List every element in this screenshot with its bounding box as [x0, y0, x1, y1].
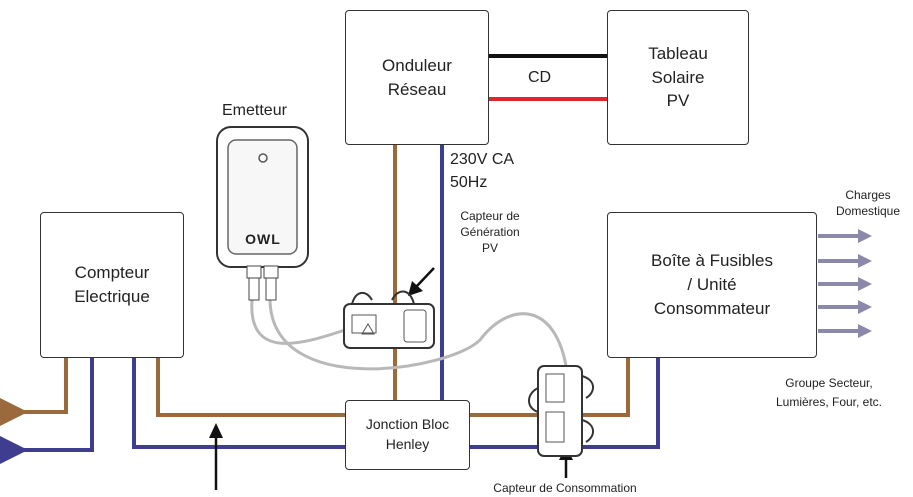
load-arrows [818, 229, 872, 338]
gen-sensor-cable [250, 299, 346, 345]
owl-transmitter-icon [216, 126, 309, 301]
fuse-box: Boîte à Fusibles / Unité Consommateur [607, 212, 817, 358]
ac-voltage-label: 230V CA 50Hz [450, 151, 515, 192]
meter-box: Compteur Electrique [40, 212, 184, 358]
consumption-sensor-cable [268, 299, 570, 381]
solar-panel-box: Tableau Solaire PV [607, 10, 749, 145]
transmitter-logo: OWL [245, 231, 281, 247]
generation-sensor-clamp-icon [343, 290, 435, 349]
domestic-loads-label: Charges Domestique [835, 188, 901, 219]
meter-neutral-out [0, 358, 94, 470]
consumption-sensor-clamp-icon [528, 365, 594, 457]
dc-label: CD [528, 69, 552, 86]
meter-phase-to-henley [156, 358, 345, 417]
henley-block-box: Jonction Bloc Henley [345, 400, 470, 470]
henley-phase-to-fusebox [470, 358, 630, 417]
transmitter-label: Emetteur [222, 102, 287, 119]
meter-neutral-to-henley [132, 358, 345, 449]
circuits-label: Groupe Secteur, Lumières, Four, etc. [775, 376, 883, 410]
consumption-sensor-label: Capteur de Consommation [493, 481, 637, 495]
generation-sensor-label: Capteur de Génération PV [460, 209, 520, 256]
inverter-box: Onduleur Réseau [345, 10, 489, 145]
meter-phase-out [0, 358, 68, 432]
henley-neutral-to-fusebox [470, 358, 660, 449]
